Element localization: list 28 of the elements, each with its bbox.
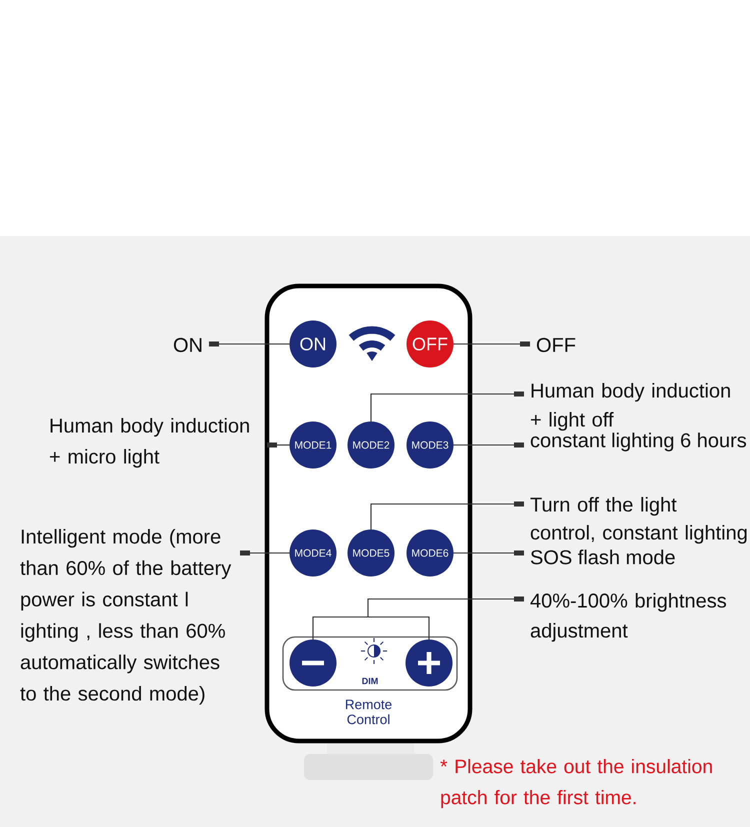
minus-button	[290, 640, 336, 686]
callout-text: ON	[174, 338, 202, 352]
mode-button: MODE6	[406, 530, 454, 576]
leader-line	[209, 342, 290, 346]
callout-text: Human body induction + light off	[530, 383, 730, 431]
on-button: ON	[290, 320, 336, 368]
callout-text: Human body induction + micro light	[50, 418, 249, 468]
mode-button: MODE5	[348, 530, 394, 576]
mode-button: MODE1	[290, 422, 336, 468]
callout-text: SOS flash mode	[530, 550, 675, 564]
leader-line	[312, 596, 524, 640]
callout-text: constant lighting 6 hours	[530, 432, 746, 452]
callout-text: OFF	[536, 338, 576, 352]
leader-line	[370, 502, 524, 530]
leader-line	[454, 342, 530, 346]
note-text: * Please take out the insulation patch for the first time.	[440, 759, 712, 808]
mode-button: MODE2	[348, 422, 394, 468]
off-button: OFF	[406, 320, 454, 368]
mode-button: MODE3	[406, 422, 454, 468]
leader-line	[454, 550, 524, 556]
leader-line	[454, 442, 524, 448]
mode-button: MODE4	[290, 530, 336, 576]
leader-line	[370, 392, 524, 422]
leader-line	[267, 442, 290, 448]
callout-text: Turn off the light control, constant lighting	[530, 497, 747, 544]
callout-text: Intelligent mode (more than 60% of the battery power is constant l ighting , less than 60% automatically switches to the second mode)	[20, 529, 232, 705]
callout-text: 40%-100% brightness adjustment	[530, 593, 726, 642]
leader-line	[240, 550, 290, 556]
